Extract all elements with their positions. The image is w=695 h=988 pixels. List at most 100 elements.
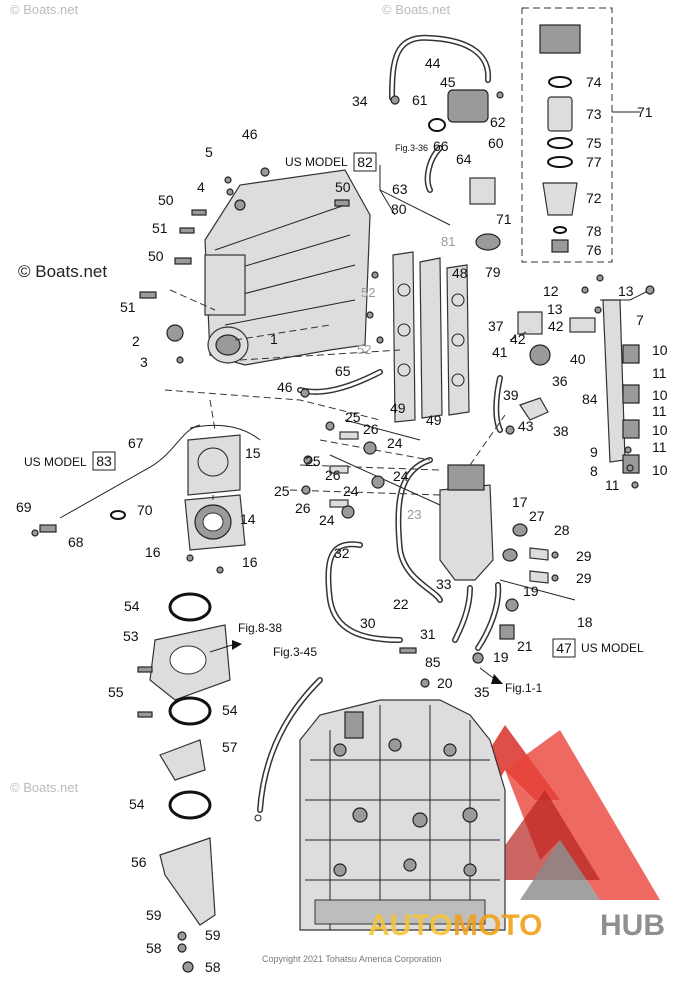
callout-50a: 50 (335, 179, 351, 195)
callout-7: 7 (636, 312, 644, 328)
callout-10c: 10 (652, 422, 668, 438)
callout-60: 60 (488, 135, 504, 151)
callout-25c: 25 (274, 483, 290, 499)
callout-16b: 16 (242, 554, 258, 570)
callout-10b: 10 (652, 387, 668, 403)
callout-21: 21 (517, 638, 533, 654)
callout-48: 48 (452, 265, 468, 281)
callout-44: 44 (425, 55, 441, 71)
callout-17: 17 (512, 494, 528, 510)
callout-41: 41 (492, 344, 508, 360)
label-us-model-1: US MODEL (285, 155, 348, 169)
callout-59a: 59 (146, 907, 162, 923)
callout-71a: 71 (637, 104, 653, 120)
watermark-site-1: © Boats.net (10, 2, 79, 17)
callout-23: 23 (407, 507, 421, 522)
boxed-ref-82: 82 (353, 152, 377, 172)
callout-26a: 26 (363, 421, 379, 437)
callout-43: 43 (518, 418, 534, 434)
callout-62: 62 (490, 114, 506, 130)
copyright-text: Copyright 2021 Tohatsu America Corporati… (262, 954, 441, 964)
engine-block (299, 699, 506, 931)
brand-word-moto: MOTO (453, 909, 542, 942)
callout-65: 65 (335, 363, 351, 379)
label-fig-8-38: Fig.8-38 (238, 621, 282, 635)
label-us-model-3: US MODEL (581, 641, 644, 655)
callout-25a: 25 (345, 409, 361, 425)
fuel-filter-assembly (521, 7, 613, 263)
callout-40: 40 (570, 351, 586, 367)
callout-32: 32 (334, 545, 350, 561)
callout-11c: 11 (652, 439, 667, 455)
boxed-ref-47: 47 (552, 638, 576, 658)
callout-31: 31 (420, 626, 436, 642)
brand-wordmark: AUTO MOTO HUB (368, 909, 665, 942)
callout-79: 79 (485, 264, 501, 280)
callout-77: 77 (586, 154, 602, 170)
callout-46b: 46 (277, 379, 293, 395)
watermark-site-4: © Boats.net (10, 780, 79, 795)
callout-81: 81 (441, 234, 455, 249)
callout-66: 66 (433, 138, 449, 154)
callout-14: 14 (240, 511, 256, 527)
callout-9: 9 (590, 444, 598, 460)
callout-51b: 51 (120, 299, 136, 315)
callout-26c: 26 (295, 500, 311, 516)
callout-71b: 71 (496, 211, 512, 227)
fasteners (31, 91, 655, 822)
vapor-separator (439, 464, 528, 581)
callout-55: 55 (108, 684, 124, 700)
callout-27: 27 (529, 508, 545, 524)
callout-22: 22 (393, 596, 409, 612)
callout-45: 45 (440, 74, 456, 90)
boxed-ref-83-text: 83 (96, 453, 112, 469)
callout-33: 33 (436, 576, 452, 592)
callout-84: 84 (582, 391, 598, 407)
callout-16a: 16 (145, 544, 161, 560)
callout-4: 4 (197, 179, 205, 195)
callout-2: 2 (132, 333, 140, 349)
label-us-model-2: US MODEL (24, 455, 87, 469)
callout-61: 61 (412, 92, 428, 108)
brand-word-hub: HUB (600, 909, 665, 942)
callout-76: 76 (586, 242, 602, 258)
callout-30: 30 (360, 615, 376, 631)
callout-29a: 29 (576, 548, 592, 564)
callout-36: 36 (552, 373, 568, 389)
callout-54c: 54 (129, 796, 145, 812)
boxed-ref-47-text: 47 (556, 640, 572, 656)
throttle-body (184, 434, 246, 551)
callout-63: 63 (392, 181, 408, 197)
callout-78: 78 (586, 223, 602, 239)
callout-50c: 50 (148, 248, 164, 264)
callout-38: 38 (553, 423, 569, 439)
callout-58a: 58 (146, 940, 162, 956)
callout-73: 73 (586, 106, 602, 122)
callout-24d: 24 (319, 512, 335, 528)
callout-29b: 29 (576, 570, 592, 586)
callout-18: 18 (577, 614, 593, 630)
callout-34: 34 (352, 93, 368, 109)
callout-46a: 46 (242, 126, 258, 142)
callout-28: 28 (554, 522, 570, 538)
part-callouts: 1 2 3 4 5 7 8 9 10 10 10 10 11 11 11 11 … (16, 55, 668, 975)
callout-24c: 24 (343, 483, 359, 499)
callout-54b: 54 (222, 702, 238, 718)
callout-74: 74 (586, 74, 602, 90)
figure-arrows (209, 640, 503, 684)
callout-56: 56 (131, 854, 147, 870)
callout-42b: 42 (548, 318, 564, 334)
label-fig-3-36: Fig.3-36 (395, 143, 428, 153)
callout-67: 67 (128, 435, 144, 451)
fuel-pump (428, 89, 501, 251)
callout-11d: 11 (605, 477, 620, 493)
callout-80: 80 (391, 201, 407, 217)
callout-20: 20 (437, 675, 453, 691)
callout-19a: 19 (523, 583, 539, 599)
callout-49a: 49 (390, 400, 406, 416)
callout-8: 8 (590, 463, 598, 479)
callout-24a: 24 (387, 435, 403, 451)
callout-24b: 24 (393, 468, 409, 484)
